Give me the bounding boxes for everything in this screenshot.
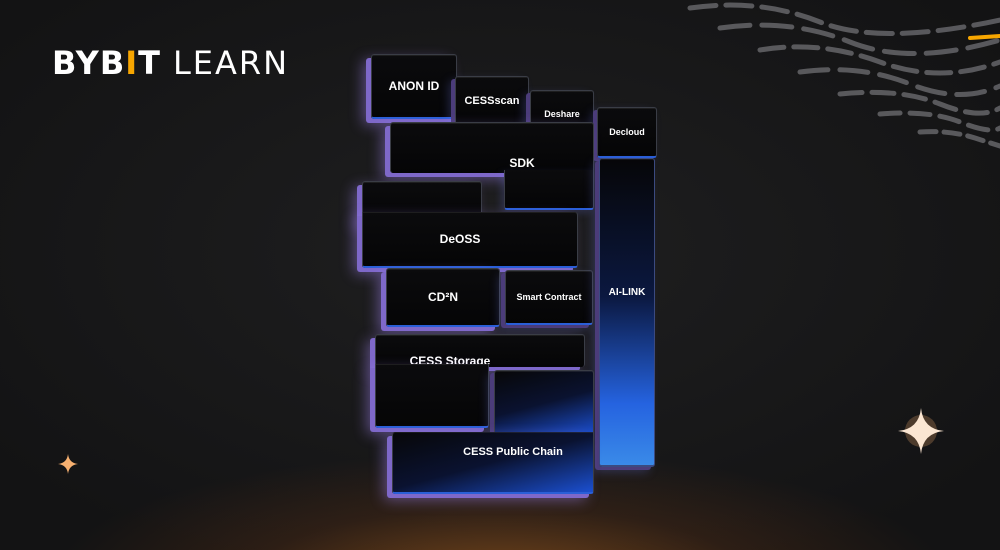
block-decloud: Decloud	[597, 107, 657, 158]
block-label: AI-LINK	[608, 286, 646, 298]
logo-brand: BYBIT	[52, 44, 161, 82]
block-label: CESS Public Chain	[463, 446, 563, 458]
block-cd2n: CD²N	[386, 268, 500, 327]
block-label: SDK	[509, 156, 535, 170]
logo-brand-start: BYB	[52, 44, 126, 82]
accent-stripe	[968, 34, 1000, 40]
block-cessscan: CESSscan	[455, 76, 529, 127]
block-deoss-lower: DeOSS	[362, 212, 578, 268]
block-cess-public-chain-lower: CESS Public Chain	[392, 432, 594, 494]
block-label: Deshare	[544, 109, 580, 119]
block-label: CESSscan	[464, 95, 520, 107]
wave-stripes	[687, 2, 1000, 149]
logo-suffix: LEARN	[172, 44, 290, 82]
block-smart-contract: Smart Contract	[505, 270, 593, 325]
block-label: ANON ID	[388, 79, 440, 93]
block-cess-storage-upper: CESS Storage	[375, 334, 585, 368]
logo-brand-bar: I	[125, 44, 139, 82]
logo-brand-end: T	[138, 44, 161, 82]
block-label: Decloud	[609, 127, 645, 137]
block-sdk-lower	[504, 170, 594, 210]
block-label: CD²N	[428, 290, 458, 304]
block-anon-id: ANON ID	[371, 54, 457, 119]
bybit-learn-logo: BYBIT LEARN	[52, 44, 289, 82]
block-label: DeOSS	[439, 232, 481, 246]
block-ai-link: AI-LINK	[599, 158, 655, 467]
sparkle-small-icon	[58, 454, 78, 474]
block-cess-storage-lower	[375, 364, 489, 428]
sparkle-large-icon	[898, 408, 944, 454]
block-label: Smart Contract	[516, 292, 582, 302]
block-cess-public-chain-upper	[494, 370, 594, 435]
block-sdk-upper: SDK	[390, 122, 594, 173]
